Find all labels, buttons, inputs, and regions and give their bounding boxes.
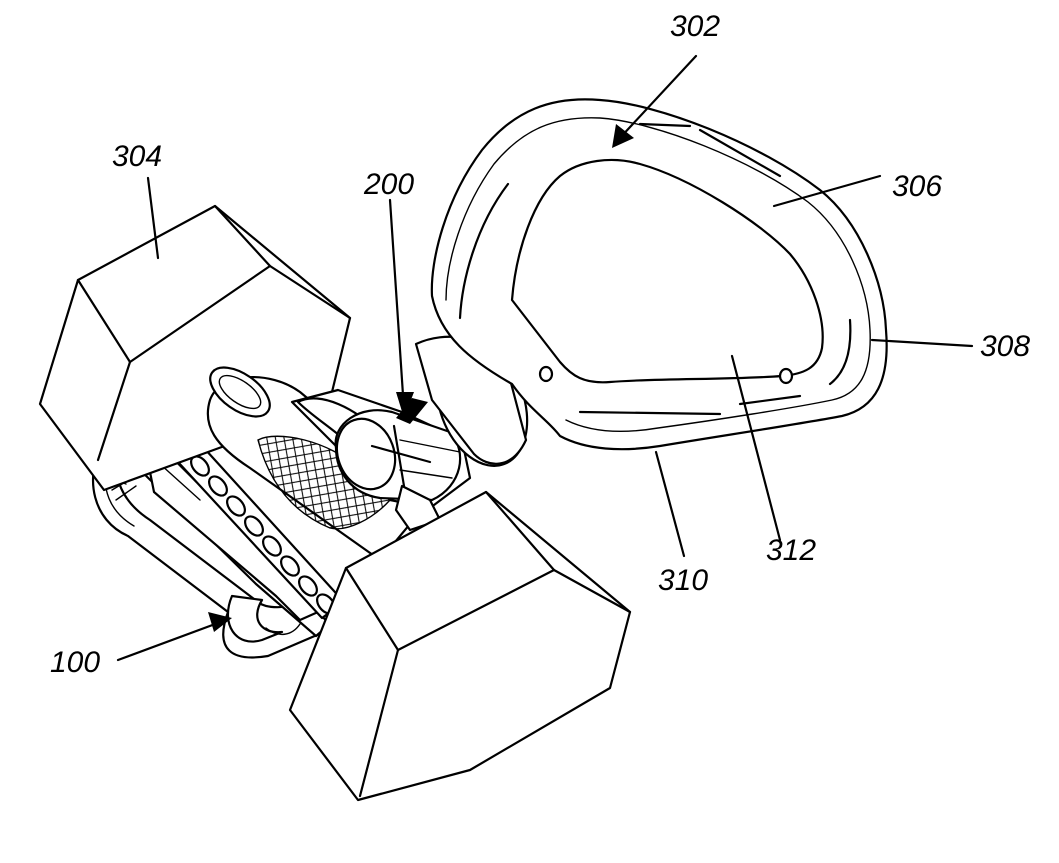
leader-lines xyxy=(116,54,974,662)
right-dumbbell-head xyxy=(288,490,632,802)
label-306: 306 xyxy=(892,170,942,203)
kettlebell-handle xyxy=(430,98,888,451)
label-100: 100 xyxy=(50,646,100,679)
label-304: 304 xyxy=(112,140,162,173)
handle-bar xyxy=(206,366,432,562)
label-310: 310 xyxy=(658,564,708,597)
roller-chain xyxy=(190,455,336,615)
label-312: 312 xyxy=(766,534,816,567)
label-302: 302 xyxy=(670,10,720,43)
label-200: 200 xyxy=(363,168,414,201)
label-308: 308 xyxy=(980,330,1030,363)
